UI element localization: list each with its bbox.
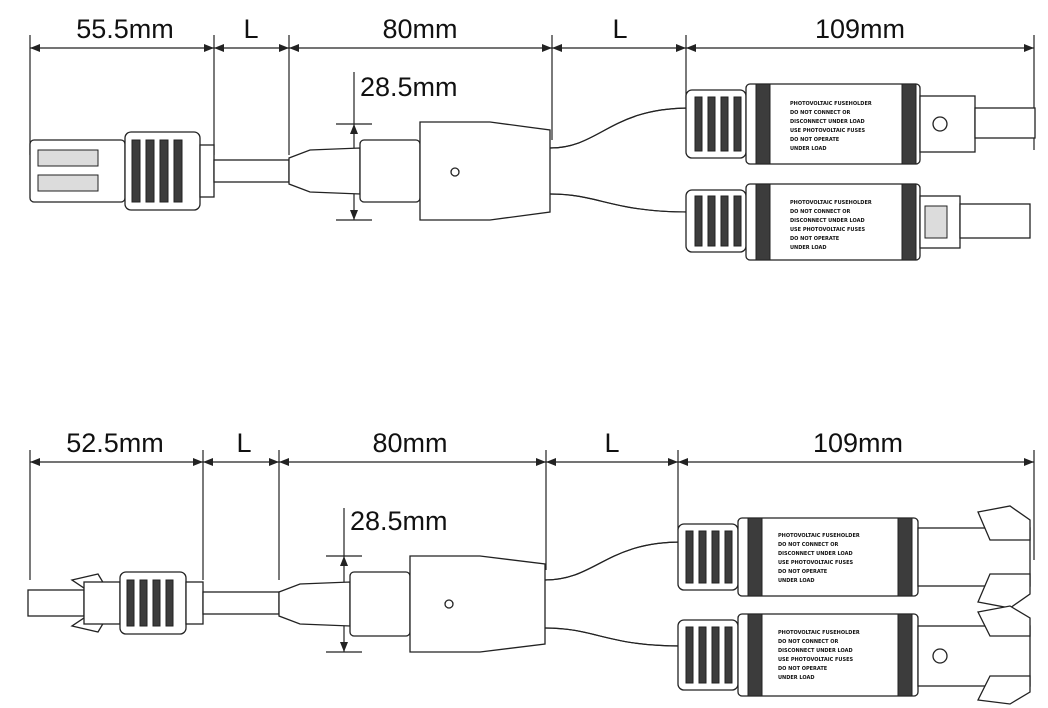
fuse-holder-top-2: PHOTOVOLTAIC FUSEHOLDER DO NOT CONNECT O… [685,183,1031,261]
dimension-lines-bottom [29,450,1035,653]
dim-connector-length: 55.5mm [76,14,174,44]
dim-branch-height: 28.5mm [350,506,448,536]
fuse-warning-label-bottom-2: PHOTOVOLTAIC FUSEHOLDER DO NOT CONNECT O… [778,630,860,681]
dim-cable-length-2: L [612,14,627,44]
svg-text:UNDER LOAD: UNDER LOAD [790,146,827,152]
svg-text:PHOTOVOLTAIC FUSEHOLDER: PHOTOVOLTAIC FUSEHOLDER [790,101,872,107]
diagram-bottom: 52.5mm L 80mm L 109mm 28.5mm [27,428,1035,705]
svg-text:USE PHOTOVOLTAIC FUSES: USE PHOTOVOLTAIC FUSES [790,128,865,134]
svg-text:DO NOT CONNECT OR: DO NOT CONNECT OR [778,639,839,645]
dim-branch-length: 80mm [372,428,447,458]
svg-text:DO NOT OPERATE: DO NOT OPERATE [790,236,840,242]
dim-connector-length: 52.5mm [66,428,164,458]
svg-text:DO NOT CONNECT OR: DO NOT CONNECT OR [790,209,851,215]
svg-text:USE PHOTOVOLTAIC FUSES: USE PHOTOVOLTAIC FUSES [778,560,853,566]
svg-text:DO NOT CONNECT OR: DO NOT CONNECT OR [778,542,839,548]
fuse-holder-bottom-2: PHOTOVOLTAIC FUSEHOLDER DO NOT CONNECT O… [677,605,1031,705]
svg-text:PHOTOVOLTAIC FUSEHOLDER: PHOTOVOLTAIC FUSEHOLDER [778,630,860,636]
female-connector-bottom [27,571,280,635]
svg-text:DO NOT OPERATE: DO NOT OPERATE [790,137,840,143]
svg-text:DISCONNECT UNDER LOAD: DISCONNECT UNDER LOAD [790,218,865,224]
svg-text:UNDER LOAD: UNDER LOAD [778,675,815,681]
fuse-holder-bottom-1: PHOTOVOLTAIC FUSEHOLDER DO NOT CONNECT O… [677,505,1031,609]
svg-text:UNDER LOAD: UNDER LOAD [778,578,815,584]
svg-text:DO NOT CONNECT OR: DO NOT CONNECT OR [790,110,851,116]
svg-text:DO NOT OPERATE: DO NOT OPERATE [778,666,828,672]
dim-cable-length-2: L [604,428,619,458]
svg-text:PHOTOVOLTAIC FUSEHOLDER: PHOTOVOLTAIC FUSEHOLDER [790,200,872,206]
dim-fuse-length: 109mm [813,428,903,458]
svg-text:USE PHOTOVOLTAIC FUSES: USE PHOTOVOLTAIC FUSES [778,657,853,663]
branch-body-top [288,107,691,221]
svg-text:DISCONNECT UNDER LOAD: DISCONNECT UNDER LOAD [778,551,853,557]
branch-body-bottom [278,541,683,653]
fuse-warning-label-top-2: PHOTOVOLTAIC FUSEHOLDER DO NOT CONNECT O… [790,200,872,251]
svg-text:DISCONNECT UNDER LOAD: DISCONNECT UNDER LOAD [778,648,853,654]
svg-text:USE PHOTOVOLTAIC FUSES: USE PHOTOVOLTAIC FUSES [790,227,865,233]
svg-text:PHOTOVOLTAIC FUSEHOLDER: PHOTOVOLTAIC FUSEHOLDER [778,533,860,539]
dimension-labels-bottom: 52.5mm L 80mm L 109mm 28.5mm [66,428,903,536]
dimension-labels-top: 55.5mm L 80mm L 109mm 28.5mm [76,14,905,102]
svg-text:DISCONNECT UNDER LOAD: DISCONNECT UNDER LOAD [790,119,865,125]
male-connector-top [29,131,290,211]
svg-text:DO NOT OPERATE: DO NOT OPERATE [778,569,828,575]
dimension-lines-top [29,35,1035,221]
fuse-warning-label-top-1: PHOTOVOLTAIC FUSEHOLDER DO NOT CONNECT O… [790,101,872,152]
svg-text:UNDER LOAD: UNDER LOAD [790,245,827,251]
fuse-warning-label-bottom-1: PHOTOVOLTAIC FUSEHOLDER DO NOT CONNECT O… [778,533,860,584]
dim-cable-length-1: L [236,428,251,458]
dim-branch-height: 28.5mm [360,72,458,102]
fuse-holder-top-1: PHOTOVOLTAIC FUSEHOLDER DO NOT CONNECT O… [685,83,1036,165]
dim-branch-length: 80mm [382,14,457,44]
diagram-top: 55.5mm L 80mm L 109mm 28.5mm [29,14,1036,261]
dim-fuse-length: 109mm [815,14,905,44]
dim-cable-length-1: L [243,14,258,44]
